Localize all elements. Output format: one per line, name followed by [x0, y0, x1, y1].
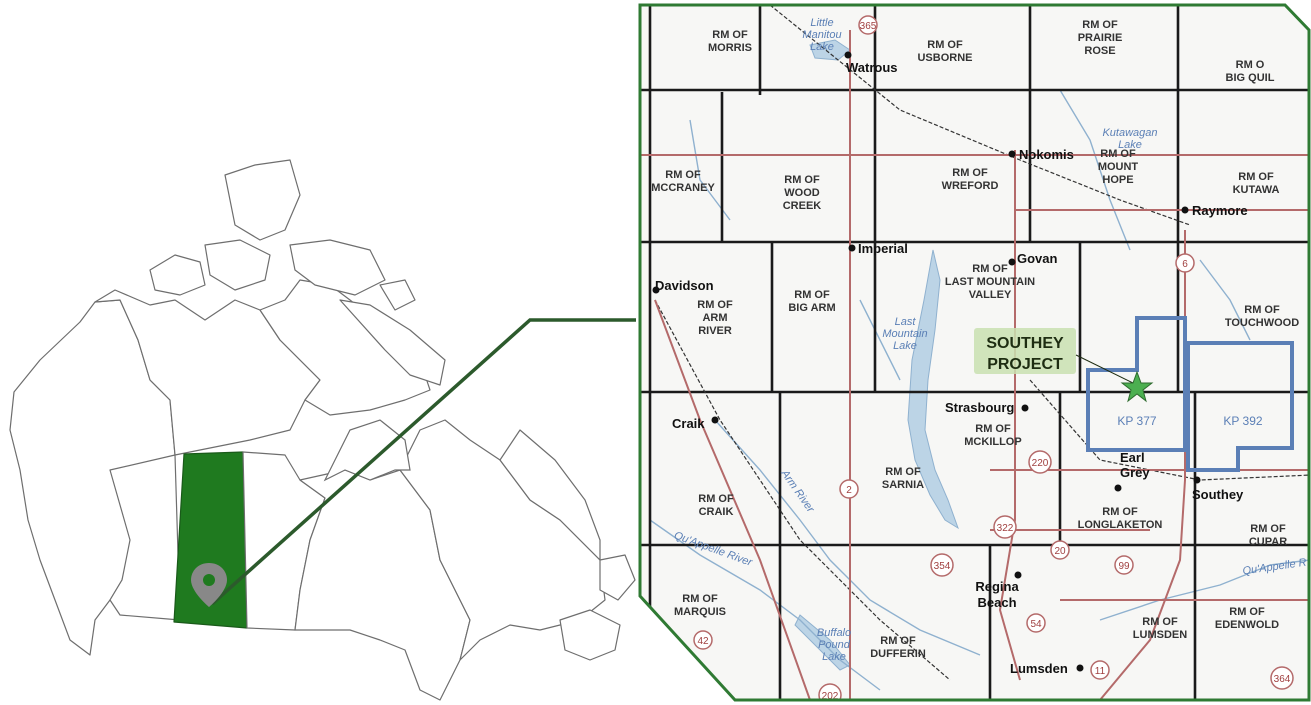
town-govan-label: Govan	[1017, 251, 1058, 266]
hwy-label: 6	[1182, 259, 1188, 270]
creek-2	[689, 119, 731, 221]
arm-river	[714, 419, 981, 656]
town-craik-label: Craik	[672, 416, 705, 431]
hwy-label: 42	[697, 636, 709, 647]
qu-appelle-east	[1099, 559, 1309, 621]
hwy-label: 364	[1274, 674, 1291, 685]
little-manitou-lake	[809, 39, 851, 61]
highway-labels: 365 6 2 220 322 20 354 54 99 42 202 11 3…	[697, 21, 1291, 702]
town-raymore-label: Raymore	[1192, 203, 1248, 218]
detail-map-frame	[638, 3, 1311, 702]
arctic-island-3	[204, 239, 271, 291]
rm-boundaries	[640, 5, 1309, 700]
arctic-island-5	[339, 299, 446, 386]
town-imperial-label: Imperial	[858, 241, 908, 256]
hudson-bay	[323, 419, 411, 482]
star-icon	[1120, 370, 1154, 403]
project-label-line2: PROJECT	[987, 356, 1063, 373]
town-watrous-label: Watrous	[846, 60, 898, 75]
town-nokomis-label: Nokomis	[1019, 147, 1074, 162]
province-maritimes	[559, 609, 621, 661]
arctic-island-4	[289, 239, 386, 296]
creek-1	[1059, 89, 1131, 251]
hwy-label: 54	[1030, 619, 1042, 630]
rivers	[649, 89, 1309, 691]
arctic-island-2	[149, 254, 206, 296]
hwy-label: 365	[860, 21, 877, 32]
province-newfoundland	[599, 554, 636, 601]
claim-kp392-label: KP 392	[1223, 414, 1262, 428]
hwy-label: 354	[934, 561, 951, 572]
town-dots	[652, 51, 1201, 672]
roads	[640, 30, 1309, 700]
hwy-label: 20	[1054, 546, 1066, 557]
town-southey-label: Southey	[1192, 487, 1244, 502]
claim-kp377-outline	[1086, 316, 1187, 452]
town-labels: Watrous Nokomis Raymore Imperial Govan D…	[655, 60, 1248, 676]
hwy-label: 11	[1095, 666, 1106, 677]
canada-overview-map	[9, 159, 636, 701]
creek-3	[1199, 259, 1251, 341]
last-mountain-lake	[907, 249, 959, 530]
hwy-label: 202	[822, 691, 839, 702]
creek-4	[859, 299, 901, 381]
hwy-label: 220	[1032, 458, 1049, 469]
leader-line	[210, 318, 636, 606]
map-pin-icon	[191, 563, 227, 607]
claim-outlines	[1086, 316, 1294, 472]
project-label: SOUTHEY PROJECT	[974, 328, 1134, 384]
hwy-label: 99	[1118, 561, 1130, 572]
province-alberta	[109, 454, 181, 621]
claim-kp377-label: KP 377	[1117, 414, 1156, 428]
arctic-island-6	[379, 279, 416, 311]
highway-shields	[693, 15, 1294, 700]
town-lumsden-label: Lumsden	[1010, 661, 1068, 676]
arctic-island-1	[224, 159, 301, 241]
canada-outline	[9, 159, 636, 701]
hwy-label: 2	[846, 485, 852, 496]
province-labrador	[499, 429, 601, 561]
project-label-line1: SOUTHEY	[986, 335, 1064, 352]
town-strasbourg-label: Strasbourg	[945, 400, 1014, 415]
town-davidson-label: Davidson	[655, 278, 714, 293]
hwy-label: 322	[997, 523, 1014, 534]
claim-kp392-outline	[1186, 341, 1294, 472]
